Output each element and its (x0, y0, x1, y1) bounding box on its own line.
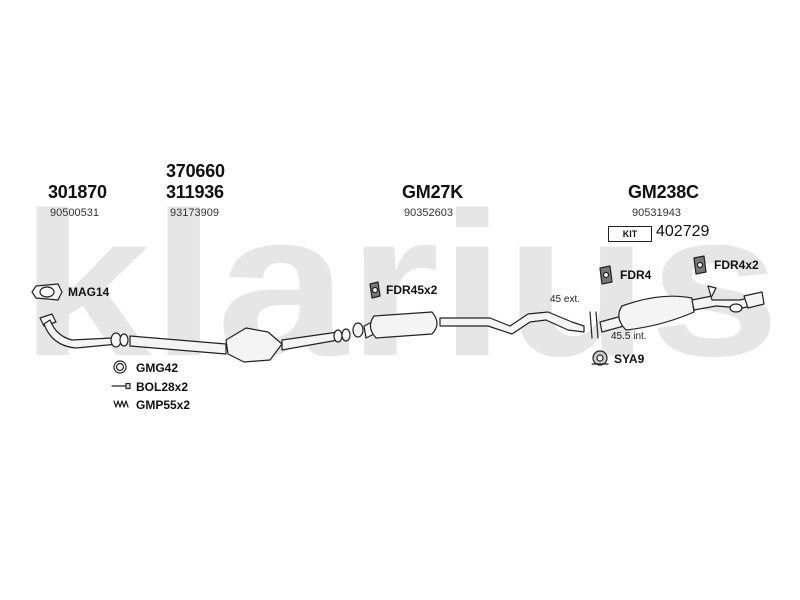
label-fdr4: FDR4 (620, 268, 652, 282)
gasket-ring-gmg42-icon (113, 360, 127, 374)
label-gmg42: GMG42 (136, 361, 179, 375)
oe-number-90531943: 90531943 (632, 207, 681, 219)
gasket-mag14-icon (31, 283, 63, 301)
front-pipe-301870 (39, 313, 129, 349)
watermark-text: klarius (20, 170, 780, 399)
label-fdr45x2: FDR45x2 (386, 283, 438, 297)
oe-number-90500531: 90500531 (50, 207, 99, 219)
label-fdr4x2: FDR4x2 (714, 258, 759, 272)
part-code-301870: 301870 (48, 182, 107, 202)
part-code-gm27k: GM27K (402, 182, 464, 202)
middle-silencer-gm27k (352, 311, 585, 339)
rubber-hanger-fdr4x2-icon (693, 255, 707, 275)
catalytic-converter-311936 (129, 327, 351, 363)
oe-number-90352603: 90352603 (404, 207, 453, 219)
clamp-sya9-icon (591, 350, 609, 366)
bolt-bol28-icon (111, 382, 131, 390)
spring-gmp55-icon (113, 400, 129, 408)
part-code-gm238c: GM238C (628, 182, 699, 202)
oe-number-93173909: 93173909 (170, 207, 219, 219)
dimension-45-ext: 45 ext. (550, 294, 581, 305)
label-sya9: SYA9 (614, 352, 645, 366)
kit-number: 402729 (656, 223, 710, 240)
label-bol28x2: BOL28x2 (136, 380, 189, 394)
pipe-joint-marker (589, 311, 599, 339)
rubber-hanger-fdr45-icon (369, 281, 381, 299)
dimension-45-5-int: 45.5 int. (611, 331, 647, 342)
rear-silencer-gm238c (599, 285, 765, 333)
rubber-hanger-fdr4-icon (599, 265, 613, 285)
part-code-370660: 370660 (166, 161, 225, 181)
label-mag14: MAG14 (68, 285, 110, 299)
label-gmp55x2: GMP55x2 (136, 398, 191, 412)
part-code-311936: 311936 (166, 182, 224, 202)
kit-badge: KIT (608, 226, 652, 242)
